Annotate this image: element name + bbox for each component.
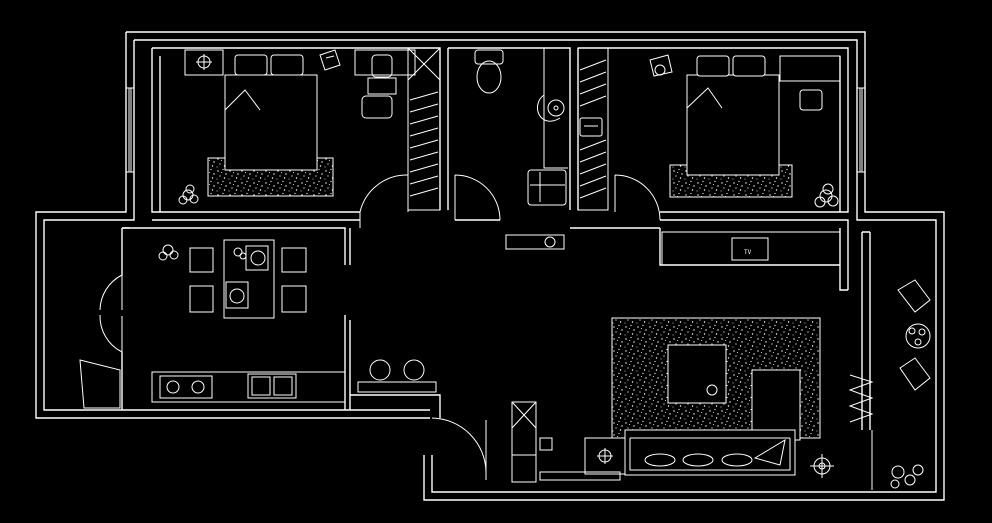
bedroom-left-furniture: [178, 47, 441, 211]
exterior-walls: [35, 31, 945, 501]
kitchen-dining: [79, 239, 346, 409]
bathroom-fixtures: [474, 47, 609, 250]
living-room-furniture: [357, 317, 834, 483]
bedroom-right-furniture: TV: [649, 54, 841, 266]
tv-label: TV: [744, 249, 752, 256]
balcony-furniture: [871, 279, 931, 490]
